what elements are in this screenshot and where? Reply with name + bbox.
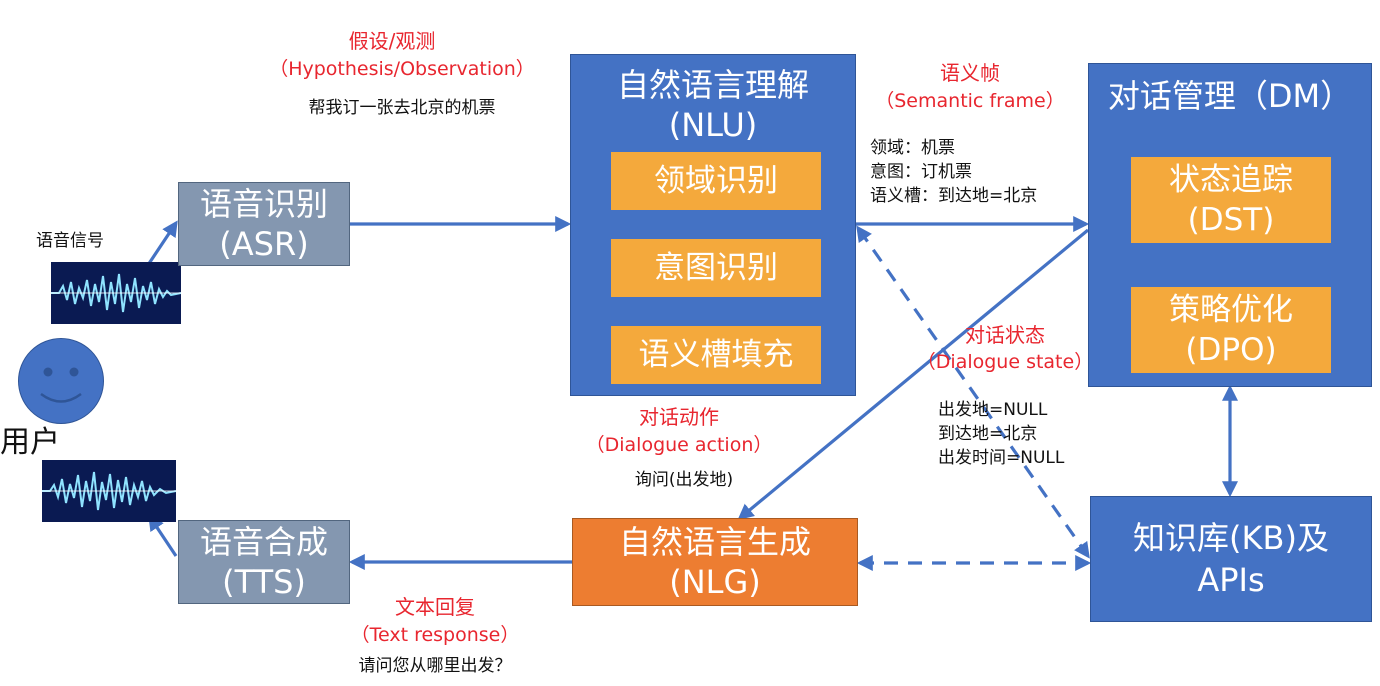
asr-module: 语音识别 (ASR): [178, 182, 350, 266]
waveform-icon: [51, 273, 181, 313]
semantic-frame-line-intent: 意图：订机票: [870, 162, 972, 182]
smiley-icon: [40, 367, 82, 403]
dialogue-state-line-time: 出发时间=NULL: [938, 448, 1065, 468]
nlu-step-slot-label: 语义槽填充: [638, 337, 794, 373]
nlg-line1: 自然语言生成: [618, 523, 811, 561]
dm-dpo-line1: 策略优化: [1169, 292, 1293, 328]
waveform-icon: [42, 471, 176, 511]
nlu-step-intent-label: 意图识别: [654, 250, 778, 286]
arrow-tts-to-wave: [148, 514, 178, 557]
hypothesis-subtitle: （Hypothesis/Observation）: [269, 58, 535, 80]
tts-line2: (TTS): [222, 563, 306, 601]
user-face-icon: [18, 338, 104, 424]
dashed-arrow-kb-nlu: [856, 225, 1090, 559]
dm-dst-line2: (DST): [1187, 202, 1275, 238]
semantic-frame-subtitle: （Semantic frame）: [875, 90, 1065, 112]
dialogue-action-title: 对话动作: [639, 405, 719, 429]
dialogue-state-subtitle: （Dialogue state）: [916, 351, 1094, 373]
user-label: 用户: [0, 425, 60, 460]
semantic-frame-line-domain: 领域：机票: [870, 138, 955, 158]
text-response-title: 文本回复: [395, 595, 475, 619]
speech-waveform-bottom: [42, 460, 176, 522]
nlu-line1: 自然语言理解: [616, 66, 809, 104]
dm-dpo: 策略优化 (DPO): [1131, 287, 1331, 373]
tts-line1: 语音合成: [199, 523, 328, 561]
dm-dst-line1: 状态追踪: [1169, 162, 1293, 198]
hypothesis-title: 假设/观测: [348, 29, 436, 53]
dialogue-action-subtitle: （Dialogue action）: [585, 434, 773, 456]
asr-line1: 语音识别: [199, 185, 328, 223]
dialogue-state-line-origin: 出发地=NULL: [938, 400, 1048, 420]
dialogue-state-title: 对话状态: [965, 323, 1045, 347]
tts-module: 语音合成 (TTS): [178, 520, 350, 604]
dialogue-action-example: 询问(出发地): [634, 470, 734, 490]
dm-dpo-line2: (DPO): [1185, 332, 1277, 368]
nlg-line2: (NLG): [669, 563, 761, 601]
nlu-step-domain-label: 领域识别: [654, 163, 778, 199]
kb-line2: APIs: [1197, 561, 1265, 599]
nlu-step-domain: 领域识别: [611, 152, 821, 210]
nlu-step-intent: 意图识别: [611, 239, 821, 297]
dm-dst: 状态追踪 (DST): [1131, 157, 1331, 243]
nlg-module: 自然语言生成 (NLG): [572, 518, 858, 606]
kb-line1: 知识库(KB)及: [1133, 519, 1329, 557]
asr-line2: (ASR): [219, 225, 309, 263]
nlu-step-slot: 语义槽填充: [611, 326, 821, 384]
signal-label: 语音信号: [36, 231, 104, 251]
text-response-subtitle: （Text response）: [350, 624, 520, 646]
nlu-line2: (NLU): [668, 106, 758, 144]
semantic-frame-title: 语义帧: [940, 61, 1000, 85]
kb-module: 知识库(KB)及 APIs: [1090, 496, 1372, 622]
speech-waveform-top: [51, 262, 181, 324]
semantic-frame-line-slot: 语义槽：到达地=北京: [870, 186, 1038, 206]
arrow-signal-to-asr: [146, 220, 178, 266]
dialogue-state-line-destination: 到达地=北京: [938, 424, 1038, 444]
dm-title: 对话管理（DM）: [1107, 77, 1353, 115]
hypothesis-example: 帮我订一张去北京的机票: [308, 98, 496, 118]
text-response-example: 请问您从哪里出发？: [358, 656, 512, 676]
